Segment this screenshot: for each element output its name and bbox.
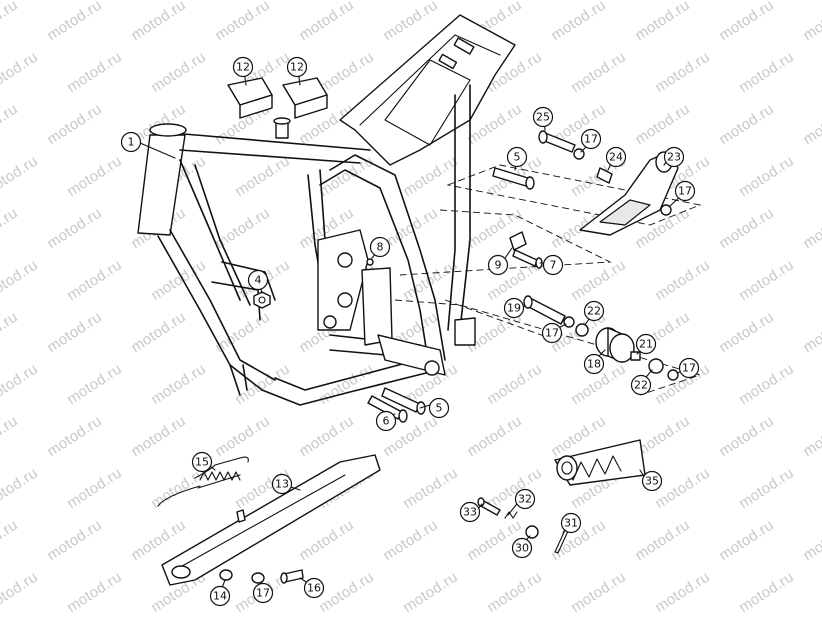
callout-7: 7 [542, 254, 564, 276]
svg-text:18: 18 [587, 358, 601, 371]
svg-text:1: 1 [128, 136, 135, 149]
svg-text:32: 32 [518, 493, 532, 506]
bracket-12-right [282, 77, 328, 119]
spring-32 [504, 511, 518, 519]
callout-12-right: 12 [286, 56, 308, 78]
svg-text:16: 16 [307, 582, 321, 595]
bolt-19 [523, 295, 566, 325]
svg-text:22: 22 [634, 379, 648, 392]
washer-17d [667, 369, 679, 381]
svg-text:9: 9 [495, 259, 502, 272]
svg-text:17: 17 [584, 133, 598, 146]
pin-33 [477, 497, 501, 516]
svg-text:5: 5 [514, 151, 521, 164]
bracket-23 [579, 151, 679, 236]
bushing-18 [595, 327, 635, 363]
svg-text:17: 17 [256, 587, 270, 600]
callout-19: 19 [503, 297, 525, 319]
collar-22b [648, 358, 664, 374]
svg-text:12: 12 [236, 61, 250, 74]
callout-24: 24 [605, 146, 627, 168]
callout-13: 13 [271, 473, 293, 495]
spacer-24 [596, 167, 613, 184]
callout-17-e: 17 [252, 582, 274, 604]
callout-25: 25 [532, 106, 554, 128]
svg-text:8: 8 [377, 241, 384, 254]
svg-text:22: 22 [587, 305, 601, 318]
callout-14: 14 [209, 585, 231, 607]
bolt-6 [367, 395, 408, 423]
callout-12-left: 12 [232, 56, 254, 78]
bolt-16 [280, 569, 304, 584]
callout-17-c: 17 [541, 322, 563, 344]
svg-text:15: 15 [195, 456, 209, 469]
callout-17-d: 17 [678, 357, 700, 379]
collar-22a [575, 323, 589, 337]
main-frame [137, 14, 516, 406]
svg-text:6: 6 [383, 415, 390, 428]
washer-8 [366, 258, 374, 266]
svg-text:14: 14 [213, 590, 227, 603]
callout-5-lower: 5 [428, 397, 450, 419]
callout-4: 4 [247, 269, 269, 291]
bushing-14 [219, 569, 233, 581]
svg-text:24: 24 [609, 151, 623, 164]
svg-text:17: 17 [682, 362, 696, 375]
svg-text:31: 31 [564, 517, 578, 530]
svg-text:35: 35 [645, 475, 659, 488]
washer-17b [660, 204, 672, 216]
svg-text:23: 23 [667, 151, 681, 164]
svg-text:4: 4 [255, 274, 262, 287]
callout-8: 8 [369, 236, 391, 258]
svg-text:7: 7 [550, 259, 557, 272]
nut-4 [253, 291, 271, 309]
spring-15 [157, 456, 249, 507]
footpeg-35 [554, 439, 646, 486]
svg-text:12: 12 [290, 61, 304, 74]
callout-16: 16 [303, 577, 325, 599]
callout-5-upper: 5 [506, 146, 528, 168]
callout-18: 18 [583, 353, 605, 375]
callout-6: 6 [375, 410, 397, 432]
washer-17c [563, 316, 575, 328]
svg-text:30: 30 [515, 542, 529, 555]
callout-35: 35 [641, 470, 663, 492]
svg-text:19: 19 [507, 302, 521, 315]
side-stand-13 [161, 454, 381, 586]
svg-text:25: 25 [536, 111, 550, 124]
bolt-25 [538, 130, 576, 153]
svg-text:33: 33 [463, 506, 477, 519]
spacer-21 [630, 351, 641, 361]
svg-text:5: 5 [436, 402, 443, 415]
callout-17-b: 17 [674, 180, 696, 202]
callout-21: 21 [635, 333, 657, 355]
callout-33: 33 [459, 501, 481, 523]
washer-17e [251, 572, 265, 584]
bolt-7-and-clip-9 [509, 231, 543, 269]
callout-32: 32 [514, 488, 536, 510]
callout-22-a: 22 [583, 300, 605, 322]
callout-17-a: 17 [580, 128, 602, 150]
callout-1: 1 [120, 131, 142, 153]
callout-30: 30 [511, 537, 533, 559]
cotter-pin-31 [554, 529, 569, 554]
svg-text:17: 17 [678, 185, 692, 198]
callout-22-b: 22 [630, 374, 652, 396]
bolt-5-upper [492, 167, 535, 190]
callout-31: 31 [560, 512, 582, 534]
washer-30 [525, 525, 539, 539]
svg-text:21: 21 [639, 338, 653, 351]
svg-text:17: 17 [545, 327, 559, 340]
bracket-12-left [227, 77, 273, 119]
callout-23: 23 [663, 146, 685, 168]
callout-9: 9 [487, 254, 509, 276]
callout-15: 15 [191, 451, 213, 473]
svg-text:13: 13 [275, 478, 289, 491]
